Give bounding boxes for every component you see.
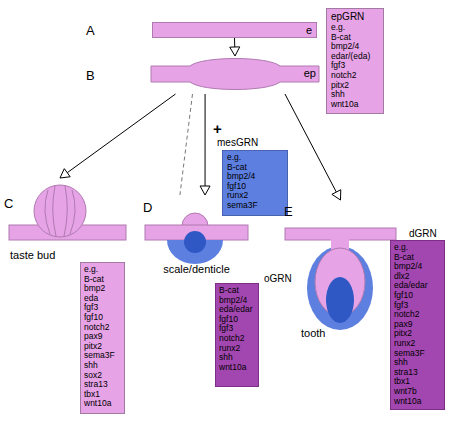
stage-letter: B: [86, 68, 95, 83]
placode-outline: [151, 59, 319, 90]
taste-bud-illustration: taste bud: [8, 178, 128, 262]
placode-shape: [150, 56, 320, 94]
stage-label: e: [306, 24, 312, 37]
connector-line: [180, 94, 193, 195]
taste-cell-lines: [45, 186, 75, 236]
structure-label: scale/denticle: [143, 263, 250, 276]
gene-list: e.g. B-cat bmp2/4 dlx2 eda/edar fgf10 fg…: [394, 243, 443, 406]
stage-letter: D: [143, 200, 152, 215]
gene-list: e.g. B-cat bmp2 eda fgf3 fgf10 notch2 pa…: [84, 265, 123, 409]
connector-line: [285, 94, 336, 192]
connector-line: [67, 94, 175, 173]
arrow-head: [332, 190, 341, 200]
connector: [230, 38, 240, 56]
arrow-head: [60, 169, 70, 178]
connector-line: [205, 94, 206, 186]
connector: [200, 94, 210, 195]
grn-heading: oGRN: [264, 273, 292, 285]
gene-list: B-cat bmp2/4 eda/edar fgf10 fgf3 notch2 …: [219, 286, 257, 372]
grn-heading: dGRN: [409, 228, 437, 240]
dermal-papilla: [184, 231, 206, 253]
dental-papilla: [326, 277, 354, 323]
grn-heading: mesGRN: [217, 137, 258, 149]
structure-label: taste bud: [10, 249, 55, 262]
grn-list-box: dGRNe.g. B-cat bmp2/4 dlx2 eda/edar fgf1…: [390, 240, 445, 410]
placode: ep: [150, 56, 320, 94]
stage-letter: E: [284, 204, 293, 219]
plus-sign: +: [213, 120, 222, 137]
epithelium-bar: e: [152, 22, 317, 38]
stage-label: ep: [304, 67, 316, 80]
arrow-head: [200, 186, 210, 195]
epithelium-bar: [285, 228, 396, 240]
gene-list: e.g. B-cat bmp2/4 edar/(eda) fgf3 notch2…: [331, 23, 381, 109]
taste-bud-bulb: [34, 185, 86, 237]
structure-label: tooth: [301, 327, 325, 340]
grn-heading: epGRN: [331, 11, 381, 23]
arrow-head: [230, 47, 240, 56]
connector-line: [234, 38, 235, 47]
stage-letter: A: [86, 23, 95, 38]
grn-list-box: e.g. B-cat bmp2 eda fgf3 fgf10 notch2 pa…: [80, 262, 125, 414]
gene-list: e.g. B-cat bmp2/4 fgf10 runx2 sema3F: [227, 153, 285, 211]
connector: [285, 94, 341, 200]
grn-list-box: mesGRNe.g. B-cat bmp2/4 fgf10 runx2 sema…: [222, 150, 288, 216]
connector: [60, 94, 176, 178]
grn-list-box: oGRNB-cat bmp2/4 eda/edar fgf10 fgf3 not…: [215, 283, 259, 387]
tooth-shape: [283, 200, 398, 340]
stage-letter: C: [4, 196, 13, 211]
tooth-illustration: tooth: [283, 200, 398, 340]
dental-follicle: [307, 246, 373, 330]
connector: [180, 94, 193, 195]
grn-list-box: epGRNe.g. B-cat bmp2/4 edar/(eda) fgf3 n…: [326, 8, 384, 114]
